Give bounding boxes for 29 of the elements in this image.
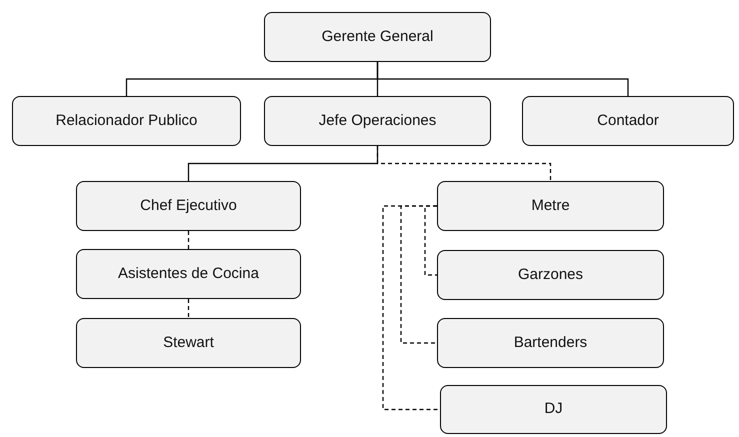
role-title: Jefe Operaciones: [318, 110, 436, 131]
org-box: [76, 181, 301, 231]
role-title: DJ: [544, 399, 563, 420]
org-box: [264, 12, 491, 62]
org-box: [76, 249, 301, 299]
org-box: [522, 96, 734, 146]
role-title: Bartenders: [514, 332, 588, 353]
role-title: Chef Ejecutivo: [140, 196, 237, 216]
role-title: Asistentes de Cocina: [118, 264, 259, 284]
org-box: [437, 181, 664, 231]
role-title: Gerente General: [322, 26, 434, 47]
org-box: [440, 385, 667, 434]
role-title: Contador: [597, 110, 659, 131]
dashed-connector: [424, 205, 437, 276]
role-title: Relacionador Publico: [56, 110, 198, 131]
role-title: Stewart: [163, 332, 214, 353]
org-box: [264, 96, 491, 146]
org-box: [12, 96, 241, 146]
org-box: [437, 318, 664, 368]
role-title: Metre: [531, 196, 570, 216]
role-title: Garzones: [518, 264, 584, 285]
org-box: [437, 250, 664, 300]
dashed-connector: [188, 231, 190, 249]
dashed-connector: [376, 146, 552, 181]
dashed-connector: [382, 205, 440, 410]
connector-line: [376, 62, 629, 96]
dashed-connector: [188, 299, 190, 318]
dashed-connector: [400, 205, 437, 344]
org-box: [76, 318, 301, 368]
